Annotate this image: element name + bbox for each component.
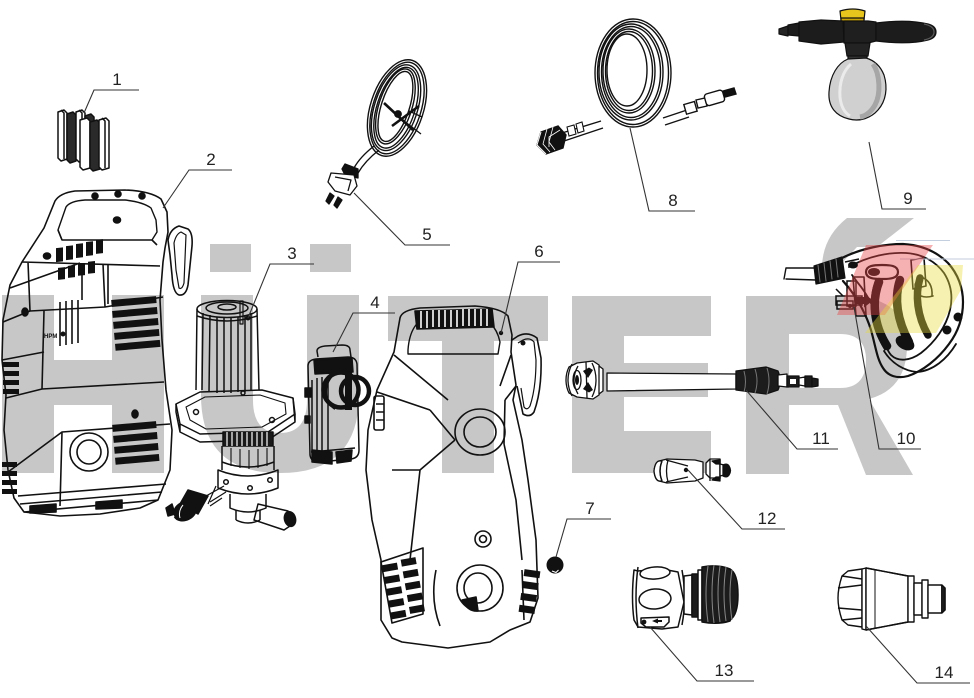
svg-text:3: 3: [287, 244, 296, 263]
svg-text:6: 6: [534, 242, 543, 261]
svg-text:12: 12: [758, 509, 777, 528]
svg-text:HPM: HPM: [44, 334, 57, 340]
svg-text:14: 14: [935, 663, 954, 682]
svg-text:1: 1: [112, 70, 121, 89]
svg-text:7: 7: [585, 499, 594, 518]
svg-text:8: 8: [668, 191, 677, 210]
svg-text:11: 11: [812, 429, 830, 448]
svg-text:2: 2: [206, 150, 215, 169]
svg-text:10: 10: [897, 429, 916, 448]
svg-text:9: 9: [903, 189, 912, 208]
svg-text:5: 5: [422, 225, 431, 244]
svg-text:4: 4: [370, 293, 379, 312]
svg-text:13: 13: [715, 661, 734, 680]
